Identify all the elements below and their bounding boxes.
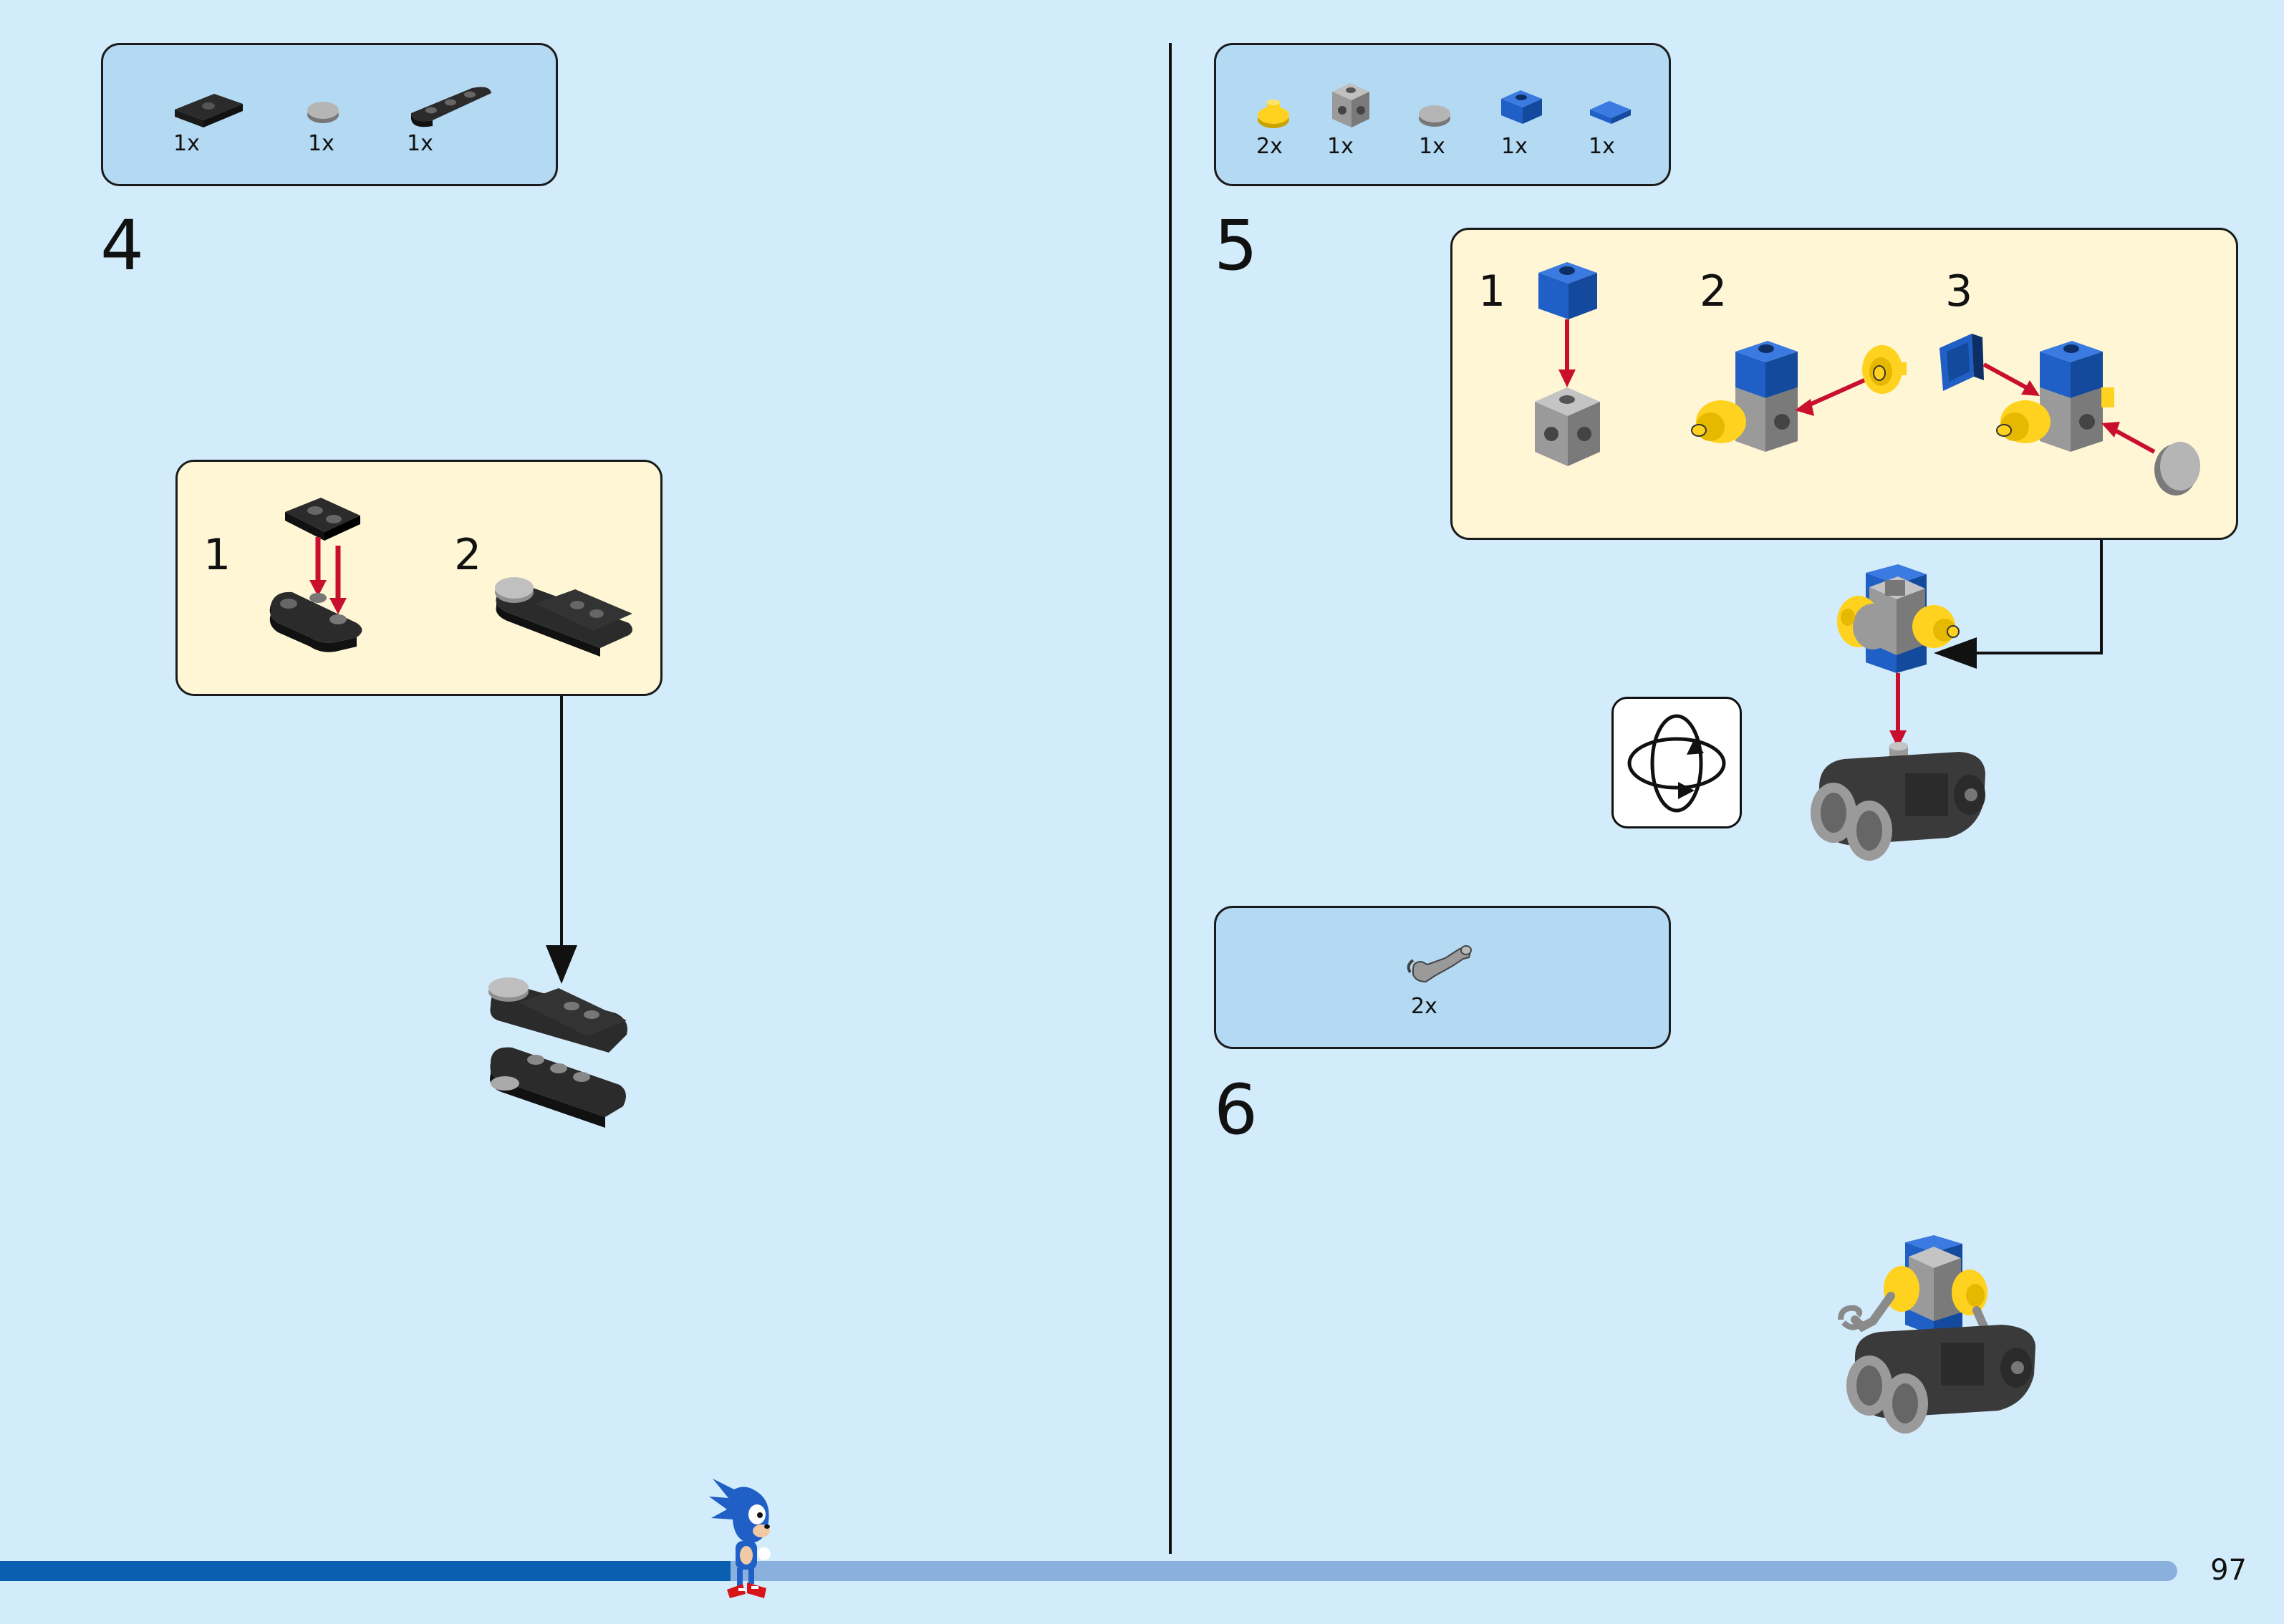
black-plate-1x3-rounded-icon — [404, 77, 497, 131]
step5-part3-qty: 1x — [1419, 134, 1445, 159]
step4-substep-1: 1 — [203, 533, 231, 576]
progress-bar-remaining — [731, 1561, 2177, 1581]
step5-substep-1: 1 — [1478, 270, 1505, 313]
step4-part2-qty: 1x — [308, 131, 334, 156]
gray-robot-arm-icon — [1406, 940, 1478, 990]
step6-result-model — [1834, 1235, 2048, 1436]
step5-part4-qty: 1x — [1501, 134, 1528, 159]
step4-part3-qty: 1x — [407, 131, 433, 156]
plate-stacking-assembly-icon — [249, 483, 392, 670]
step6-number: 6 — [1214, 1076, 1258, 1144]
step4-result-model — [480, 970, 637, 1135]
step5-body-onto-base-model — [1805, 559, 1998, 888]
rotate-model-icon — [1619, 706, 1734, 821]
attach-yellow-round-plates-icon — [1689, 330, 1925, 473]
sonic-character-icon — [705, 1475, 784, 1600]
blue-brick-1x1-icon — [1498, 84, 1548, 131]
step5-connector-vertical — [2100, 540, 2103, 654]
attach-blue-tile-and-gray-tile-icon — [1940, 323, 2226, 516]
blue-brick-onto-gray-brick-icon — [1531, 251, 1617, 495]
rotate-model-box — [1611, 697, 1742, 828]
step6-part1-qty: 2x — [1411, 994, 1437, 1019]
step4-subassembly-box: 1 2 — [175, 460, 662, 696]
progress-bar-completed — [0, 1561, 731, 1581]
step5-part1-qty: 2x — [1256, 134, 1283, 159]
step5-number: 5 — [1214, 211, 1258, 280]
step5-substep-2: 2 — [1700, 270, 1727, 313]
step5-part5-qty: 1x — [1589, 134, 1615, 159]
step4-connector-line — [560, 696, 563, 950]
step6-parts-box: 2x — [1214, 906, 1671, 1049]
step5-parts-box: 2x 1x 1x 1x 1x — [1214, 43, 1671, 186]
page-number: 97 — [2210, 1554, 2247, 1587]
step4-number: 4 — [100, 211, 144, 280]
blue-tile-1x1-icon — [1586, 97, 1637, 129]
gray-round-tile-icon — [1417, 102, 1452, 131]
step5-subassembly-box: 1 2 3 — [1450, 228, 2238, 540]
yellow-round-plate-icon — [1256, 97, 1291, 131]
tile-on-plate-result-icon — [493, 569, 636, 662]
step5-part2-qty: 1x — [1327, 134, 1354, 159]
gray-round-tile-icon — [305, 99, 341, 127]
gray-brick-studs-sides-icon — [1325, 77, 1375, 131]
step4-part1-qty: 1x — [173, 131, 200, 156]
step4-parts-box: 1x 1x 1x — [101, 43, 558, 186]
page-divider — [1169, 43, 1172, 1554]
black-plate-1x2-icon — [171, 88, 250, 131]
step5-substep-3: 3 — [1945, 270, 1972, 313]
step4-substep-2: 2 — [454, 533, 481, 576]
